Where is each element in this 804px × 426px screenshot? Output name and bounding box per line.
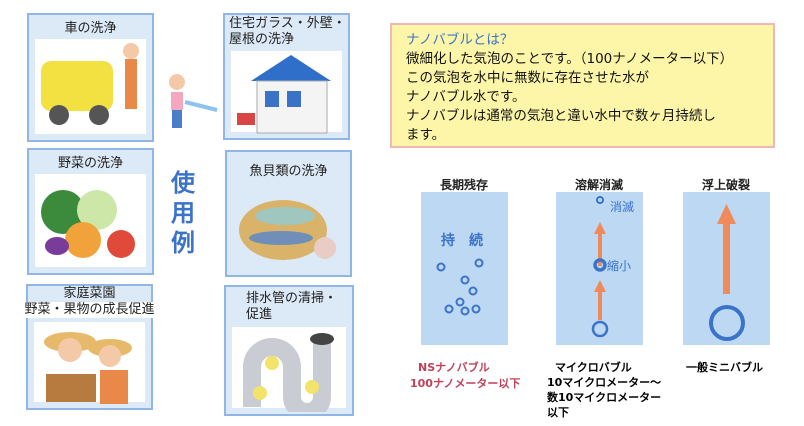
panel-title: 長期残存 bbox=[439, 178, 488, 192]
panel-caption: マイクロバブル bbox=[555, 361, 632, 374]
panel-caption: 数10マイクロメーター bbox=[547, 391, 662, 404]
card-drain-cleaning: 排水管の清掃・ 促進 bbox=[224, 285, 354, 416]
card-label: 野菜の洗浄 bbox=[57, 156, 123, 171]
farmers-illustration bbox=[34, 322, 145, 404]
panel-caption: 一般ミニバブル bbox=[686, 361, 763, 374]
house-illustration bbox=[231, 51, 342, 134]
panel-caption: 10マイクロメーター～ bbox=[547, 376, 662, 389]
card-label: 促進 bbox=[246, 307, 273, 322]
card-vegetable-wash: 野菜の洗浄 bbox=[27, 148, 154, 275]
panel-title: 浮上破裂 bbox=[701, 178, 750, 192]
info-line: 微細化した気泡のことです。（100ナノメーター以下） bbox=[406, 51, 734, 67]
vegetables-illustration bbox=[35, 174, 146, 267]
card-house-wash: 住宅ガラス・外壁・ 屋根の洗浄 bbox=[223, 13, 350, 140]
card-home-garden: 家庭菜園 野菜・果物の成長促進 bbox=[20, 284, 159, 410]
card-label: 車の洗浄 bbox=[64, 21, 117, 36]
info-line: ナノバブルは通常の気泡と違い水中で数ヶ月持続し bbox=[406, 108, 716, 124]
info-line: ます。 bbox=[406, 127, 446, 143]
panel-caption: 100ナノメーター以下 bbox=[410, 377, 521, 390]
panel-title: 溶解消滅 bbox=[574, 178, 623, 192]
girl-with-hose-illustration bbox=[155, 70, 220, 135]
panel-caption: 以下 bbox=[547, 406, 569, 419]
panel-caption: NSナノバブル bbox=[418, 361, 490, 374]
drain-pipe-illustration bbox=[232, 327, 346, 412]
rising-bubble-arrow bbox=[709, 204, 745, 341]
shrinking-bubble-arrows bbox=[591, 196, 609, 338]
card-seafood-wash: 魚貝類の洗浄 bbox=[225, 150, 352, 277]
card-label: 排水管の清掃・ bbox=[246, 291, 338, 306]
card-label: 屋根の洗浄 bbox=[229, 32, 295, 47]
nanobubble-info-box: ナノバブルとは？ 微細化した気泡のことです。（100ナノメーター以下） この気泡… bbox=[390, 23, 775, 148]
small-bubbles bbox=[436, 258, 484, 316]
persist-label: 持 続 bbox=[441, 233, 483, 249]
uses-heading: 使用例 bbox=[171, 169, 195, 257]
shrink-label: 縮小 bbox=[607, 259, 632, 273]
info-title: ナノバブルとは？ bbox=[406, 32, 514, 48]
card-label: 住宅ガラス・外壁・ bbox=[229, 16, 346, 31]
dissolve-panel: 消滅 縮小 bbox=[556, 192, 643, 345]
info-line: この気泡を水中に無数に存在させた水が bbox=[406, 70, 649, 86]
card-label: 魚貝類の洗浄 bbox=[249, 164, 328, 179]
info-line: ナノバブル水です。 bbox=[406, 89, 526, 105]
card-car-wash: 車の洗浄 bbox=[27, 13, 154, 142]
float-burst-panel bbox=[683, 192, 770, 345]
long-term-panel: 持 続 bbox=[421, 192, 508, 345]
seafood-illustration bbox=[233, 190, 344, 269]
card-label: 野菜・果物の成長促進 bbox=[20, 302, 159, 318]
card-label: 家庭菜園 bbox=[63, 286, 116, 301]
car-wash-illustration bbox=[35, 39, 146, 134]
vanish-label: 消滅 bbox=[610, 200, 635, 214]
